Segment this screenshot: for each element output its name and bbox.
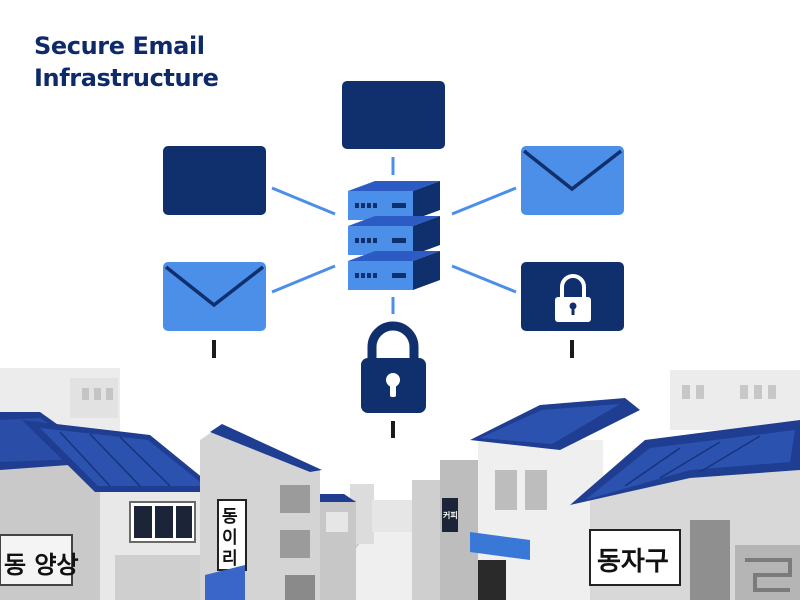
stem-center xyxy=(391,421,395,438)
shop-sign xyxy=(0,534,73,586)
vertical-sign-char: 리 xyxy=(222,549,238,569)
title-line-2: Infrastructure xyxy=(34,64,219,92)
padlock-icon xyxy=(521,262,624,331)
left-top-node xyxy=(163,146,266,215)
connector-top-left xyxy=(271,186,336,216)
connector-top-right xyxy=(451,186,517,216)
connectors xyxy=(271,157,517,314)
awning xyxy=(470,532,530,560)
vertical-sign-char: 이 xyxy=(222,528,238,548)
connector-bottom-left xyxy=(271,264,336,294)
vertical-sign-char: 동 xyxy=(222,507,238,527)
shop-sign xyxy=(589,529,681,586)
stem-left xyxy=(212,340,216,358)
bg-building xyxy=(670,370,800,430)
page-title: Secure Email Infrastructure xyxy=(34,30,219,94)
shop-sign-text: 동자구 xyxy=(597,547,669,577)
small-vertical-sign-text: 커피 xyxy=(443,510,458,520)
mail-icon xyxy=(163,262,266,331)
top-node xyxy=(342,81,445,149)
mail-icon xyxy=(521,146,624,215)
stem-right xyxy=(570,340,574,358)
title-line-1: Secure Email xyxy=(34,32,205,60)
padlock-icon xyxy=(361,321,426,413)
blue-roof xyxy=(210,424,322,472)
server-icon xyxy=(348,181,440,290)
small-vertical-sign xyxy=(442,498,458,532)
shop-sign-text: 동 양상 xyxy=(4,551,79,579)
street-scene: 동 양상 동 이 리 xyxy=(0,368,800,600)
connector-bottom-right xyxy=(451,264,517,294)
